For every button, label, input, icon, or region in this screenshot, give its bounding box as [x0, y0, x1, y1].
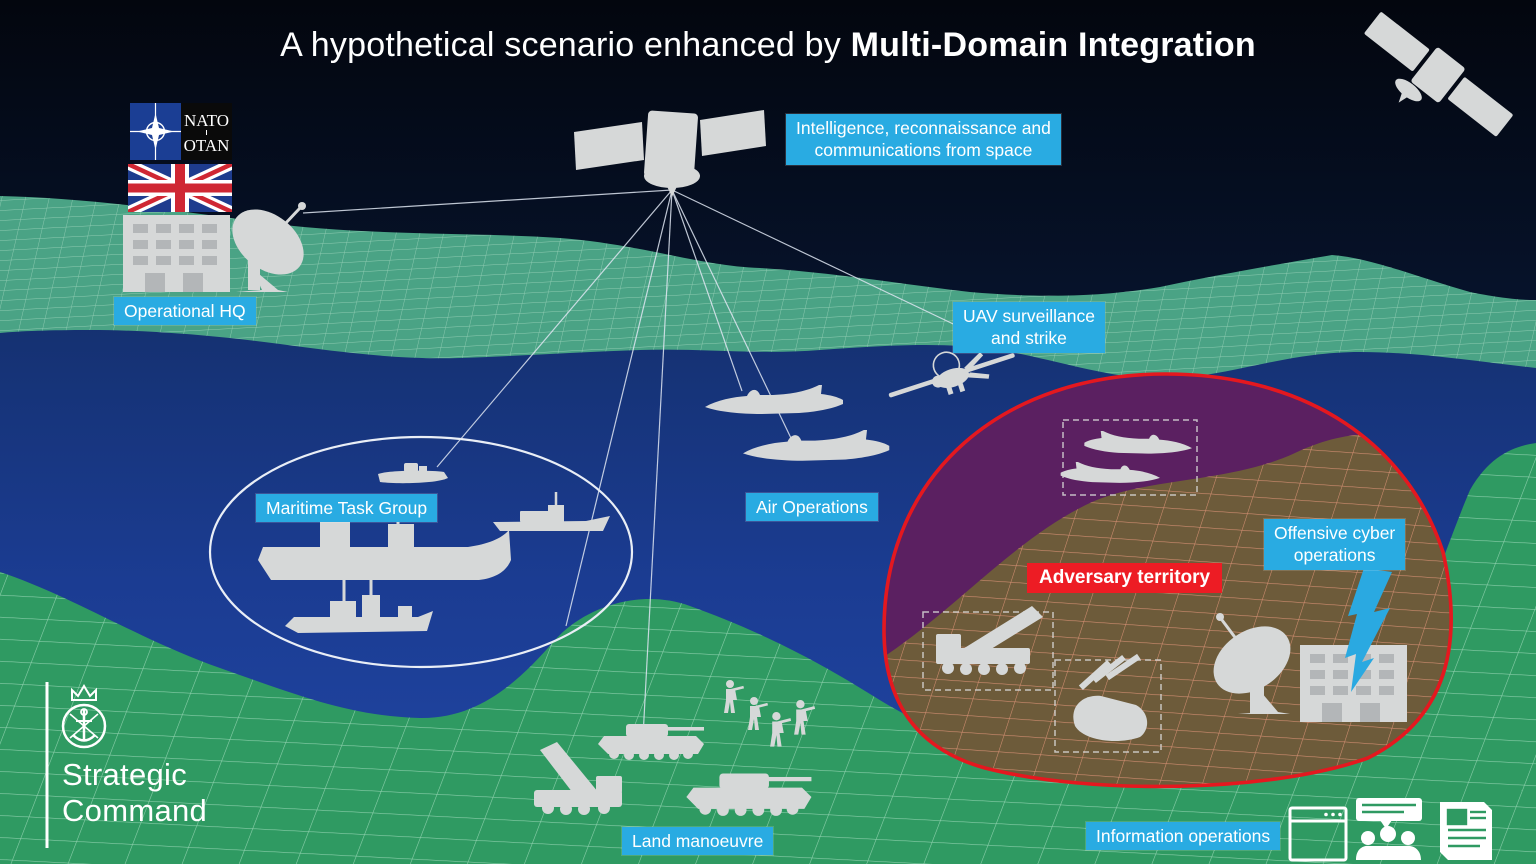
label-space-ops: Intelligence, reconnaissance and communi… [786, 114, 1061, 165]
enemy-aircraft-box [1062, 419, 1198, 496]
title-emphasis: Multi-Domain Integration [850, 26, 1256, 64]
newspaper-icon [1440, 802, 1492, 860]
hq-building-icon [123, 202, 306, 292]
satellite-icon [574, 110, 766, 197]
uk-flag [128, 164, 232, 212]
label-cyber-line2: operations [1293, 545, 1376, 566]
sam-system-icon [1073, 653, 1148, 742]
sam-box [1054, 659, 1162, 753]
command-line1: Strategic [62, 757, 188, 792]
frigate-icon [493, 492, 610, 531]
uav-drone-icon [888, 351, 1015, 398]
title-prefix: A hypothetical scenario enhanced by [280, 26, 851, 64]
social-media-icon [1356, 798, 1422, 860]
missile-launcher-icon [936, 606, 1043, 675]
label-offensive-cyber: Offensive cyber operations [1264, 519, 1406, 570]
maritime-group-ellipse [208, 435, 634, 669]
label-maritime-task-group: Maritime Task Group [256, 494, 438, 523]
horizon-terrain [0, 196, 1536, 379]
label-uav-line1: UAV surveillance [963, 306, 1095, 326]
label-cyber-line1: Offensive cyber [1274, 523, 1396, 543]
adversary-dish-icon [1213, 613, 1291, 714]
label-space-line1: Intelligence, reconnaissance and [796, 118, 1051, 138]
information-icons [1288, 798, 1492, 862]
otan-wordmark: OTAN [184, 136, 230, 155]
command-line2: Command [62, 792, 208, 828]
mod-crest-icon [45, 682, 107, 848]
label-uav-line2: and strike [991, 328, 1067, 349]
foreground-terrain [0, 443, 1536, 864]
mlrs-launcher-icon [534, 742, 622, 815]
lightning-bolt-icon [1345, 568, 1392, 692]
adversary-boundary [882, 372, 1453, 789]
label-space-line2: communications from space [814, 140, 1033, 161]
label-land-manoeuvre: Land manoeuvre [622, 827, 774, 856]
nato-flag [130, 103, 232, 160]
nato-wordmark: NATO [184, 111, 229, 130]
browser-window-icon [1288, 806, 1348, 862]
label-operational-hq: Operational HQ [114, 297, 256, 326]
satellite-tilted-icon [1364, 12, 1513, 137]
destroyer-icon [285, 576, 433, 633]
aircraft-carrier-icon [258, 498, 511, 580]
hq-satellite-dish-icon [232, 202, 306, 292]
label-air-operations: Air Operations [746, 493, 878, 522]
label-uav: UAV surveillance and strike [953, 302, 1105, 353]
patrol-ship-icon [378, 463, 448, 484]
target-boxes [922, 419, 1198, 753]
label-information-operations: Information operations [1086, 822, 1281, 851]
missile-launcher-box [922, 611, 1054, 691]
label-adversary-territory: Adversary territory [1027, 563, 1223, 593]
page-title: A hypothetical scenario enhanced by Mult… [0, 26, 1536, 65]
strategic-command-wordmark: Strategic Command [62, 757, 207, 829]
